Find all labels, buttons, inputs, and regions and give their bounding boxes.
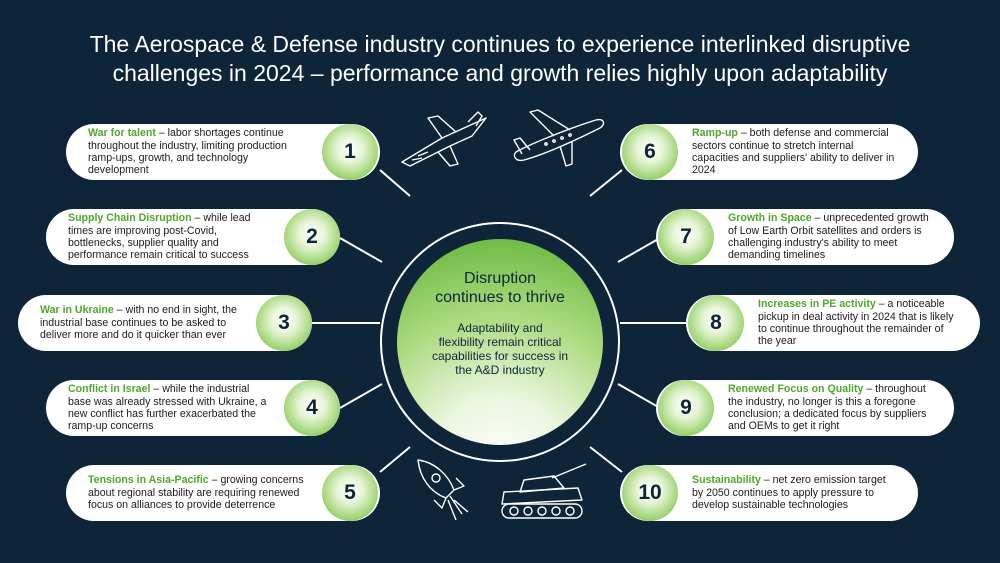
challenge-9-number: 9	[658, 380, 714, 436]
tank-icon	[501, 463, 587, 519]
connector-2	[339, 237, 383, 263]
challenge-6-number: 6	[622, 124, 678, 180]
challenge-5-number: 5	[322, 465, 378, 521]
center-ring	[380, 222, 620, 462]
challenge-6-key: Ramp-up	[692, 127, 738, 140]
challenge-2-key: Supply Chain Disruption	[68, 212, 192, 225]
challenge-5-key: Tensions in Asia-Pacific	[88, 474, 209, 487]
challenge-9-text: – throughout the industry, no longer is …	[728, 383, 927, 433]
center-subtext-line-2: flexibility remain critical	[438, 335, 562, 349]
fighter-jet-icon	[401, 111, 487, 167]
center-heading-line-2: continues to thrive	[435, 289, 565, 306]
challenge-10-number: 10	[622, 465, 678, 521]
challenge-4-text: – while the industrial base was already …	[68, 383, 267, 433]
challenge-4-key: Conflict in Israel	[68, 383, 151, 396]
center-subtext-line-1: Adaptability and	[457, 321, 543, 335]
rocket-icon	[417, 459, 469, 521]
center-subtext-line-3: capabilities for success in	[431, 349, 569, 363]
center-heading-line-1: Disruption	[463, 270, 537, 287]
connector-10	[589, 446, 623, 473]
challenge-6-text: – both defense and commercial sectors co…	[692, 127, 895, 177]
center-circle: Disruption continues to thrive Adaptabil…	[397, 239, 603, 445]
connector-6	[589, 169, 623, 197]
challenge-10-text: – net zero emission target by 2050 conti…	[692, 474, 886, 512]
challenge-7-key: Growth in Space	[728, 212, 812, 225]
title-line-2: challenges in 2024 – performance and gro…	[112, 60, 888, 86]
challenge-8-number: 8	[688, 295, 744, 351]
challenge-4-number: 4	[284, 380, 340, 436]
challenge-8-text: – a noticeable pickup in deal activity i…	[758, 298, 954, 348]
center-heading: Disruption continues to thrive	[397, 269, 603, 307]
challenge-1-text: – labor shortages continue throughout th…	[88, 127, 287, 177]
connector-1	[379, 169, 411, 197]
airliner-icon	[513, 109, 605, 167]
center-subtext-line-4: the A&D industry	[455, 363, 545, 377]
page-title: The Aerospace & Defense industry continu…	[40, 30, 960, 88]
challenge-1-number: 1	[322, 124, 378, 180]
challenge-3-number: 3	[256, 295, 312, 351]
connector-7	[617, 237, 661, 263]
challenge-2-text: – while lead times are improving post-Co…	[68, 212, 251, 262]
connector-9	[617, 383, 661, 409]
challenge-3-text: – with no end in sight, the industrial b…	[40, 304, 237, 342]
challenge-8-key: Increases in PE activity	[758, 298, 876, 311]
connector-5	[379, 446, 411, 473]
challenge-5-text: – growing concerns about regional stabil…	[88, 474, 304, 512]
challenge-2-number: 2	[284, 209, 340, 265]
center-subtext: Adaptability and flexibility remain crit…	[397, 321, 603, 377]
challenge-7-text: – unprecedented growth of Low Earth Orbi…	[728, 212, 929, 262]
challenge-3-key: War in Ukraine	[40, 304, 114, 317]
challenge-9-key: Renewed Focus on Quality	[728, 383, 864, 396]
connector-4	[339, 383, 383, 409]
title-line-1: The Aerospace & Defense industry continu…	[89, 31, 911, 57]
challenge-1-key: War for talent	[88, 127, 156, 140]
challenge-10-key: Sustainability	[692, 474, 761, 487]
challenge-7-number: 7	[658, 209, 714, 265]
